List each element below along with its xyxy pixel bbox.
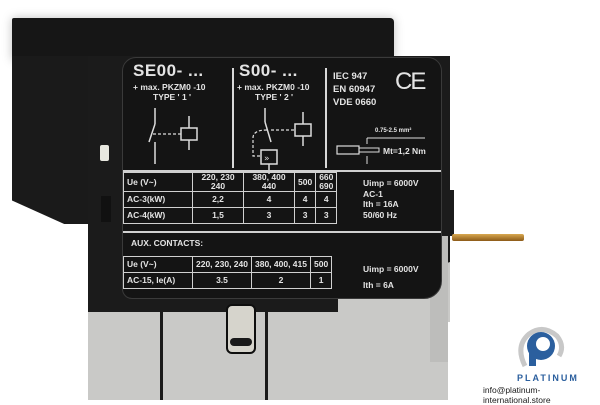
- table-cell: 2,2: [192, 191, 244, 208]
- table-cell: 500: [293, 172, 317, 192]
- table-row: Ue (V~) 220, 230, 240 380, 400, 415 500: [123, 256, 333, 273]
- table-cell: 500: [309, 256, 333, 273]
- type1-schematic-icon: [148, 108, 198, 164]
- main-rating-table: Ue (V~) 220, 230 240 380, 400 440 500 66…: [123, 172, 338, 224]
- table-cell: 3: [315, 207, 338, 224]
- brand-name: PLATINUM: [517, 373, 579, 383]
- note-ith: Ith = 16A: [363, 199, 399, 209]
- housing-seam: [265, 312, 268, 400]
- table-cell: 380, 400, 415: [251, 256, 311, 273]
- table-cell: 4: [243, 191, 295, 208]
- table-cell: 220, 230 240: [192, 172, 244, 192]
- spec-label: SE00- ... + max. PKZM0 -10 TYPE ' 1 ' S0…: [122, 57, 442, 299]
- housing-notch: [101, 196, 111, 222]
- note-freq: 50/60 Hz: [363, 209, 398, 220]
- wire-section: 0.75-2.5 mm²: [375, 128, 412, 134]
- table-cell: 660 690: [315, 172, 338, 192]
- divider: [232, 68, 234, 168]
- divider: [123, 231, 441, 233]
- terminal-wire-icon: [336, 137, 425, 164]
- table-cell: 2: [251, 272, 311, 289]
- table-cell: 3.5: [192, 272, 252, 289]
- right-type-title: S00- ...: [239, 61, 298, 80]
- brass-pin: [452, 234, 524, 241]
- table-row: AC-15, Ie(A) 3.5 2 1: [123, 272, 333, 289]
- table-cell: Ue (V~): [123, 172, 193, 192]
- right-type-line2: TYPE ' 2 ': [255, 92, 294, 102]
- table-cell: 4: [293, 191, 317, 208]
- aux-notes: Uimp = 6000V Ith = 6A: [363, 261, 419, 293]
- table-cell: 380, 400 440: [243, 172, 295, 192]
- note-ac1: AC-1: [363, 188, 383, 199]
- device-top-cap: [12, 18, 394, 60]
- table-cell: 3: [243, 207, 295, 224]
- ce-mark-icon: CE: [395, 68, 426, 95]
- divider: [325, 68, 327, 168]
- table-cell: AC-15, Ie(A): [123, 272, 193, 289]
- main-notes: Uimp = 6000V AC-1 Ith = 16A 50/60 Hz: [363, 178, 419, 220]
- indicator-window: [100, 145, 109, 161]
- table-cell: 220, 230, 240: [192, 256, 252, 273]
- table-cell: 3: [293, 207, 317, 224]
- standard-iec: IEC 947: [333, 71, 368, 82]
- aux-contacts-title: AUX. CONTACTS:: [131, 238, 204, 248]
- divider: [123, 170, 441, 172]
- latch-slot: [230, 338, 252, 346]
- table-cell: 4: [315, 191, 338, 208]
- standard-vde: VDE 0660: [333, 97, 377, 108]
- table-row: AC-4(kW) 1,5 3 3 3: [123, 207, 338, 224]
- torque-value: Mt=1,2 Nm: [383, 146, 426, 156]
- svg-text:»: »: [264, 154, 270, 164]
- table-cell: 1: [309, 272, 333, 289]
- device-right-tab: [440, 190, 454, 236]
- platinum-logo-icon: [518, 327, 565, 368]
- table-row: AC-3(kW) 2,2 4 4 4: [123, 191, 338, 208]
- type2-schematic-icon: »: [252, 108, 312, 174]
- right-type-line1: + max. PKZM0 -10: [237, 82, 310, 92]
- standard-en: EN 60947: [333, 84, 376, 95]
- device-left-housing: [12, 56, 102, 224]
- mounting-latch: [226, 304, 256, 354]
- table-cell: Ue (V~): [123, 256, 193, 273]
- aux-rating-table: Ue (V~) 220, 230, 240 380, 400, 415 500 …: [123, 256, 333, 289]
- table-cell: AC-3(kW): [123, 191, 193, 208]
- note-aux-uimp: Uimp = 6000V: [363, 264, 419, 274]
- table-cell: 1,5: [192, 207, 244, 224]
- housing-seam: [160, 312, 163, 400]
- contact-email: info@platinum-international.store: [483, 385, 551, 405]
- table-row: Ue (V~) 220, 230 240 380, 400 440 500 66…: [123, 172, 338, 192]
- left-type-line2: TYPE ' 1 ': [153, 92, 192, 102]
- note-aux-ith: Ith = 6A: [363, 280, 394, 290]
- left-type-title: SE00- ...: [133, 61, 204, 80]
- standards-list: IEC 947 EN 60947 VDE 0660: [333, 70, 376, 109]
- note-uimp: Uimp = 6000V: [363, 178, 419, 188]
- left-type-line1: + max. PKZM0 -10: [133, 82, 206, 92]
- table-cell: AC-4(kW): [123, 207, 193, 224]
